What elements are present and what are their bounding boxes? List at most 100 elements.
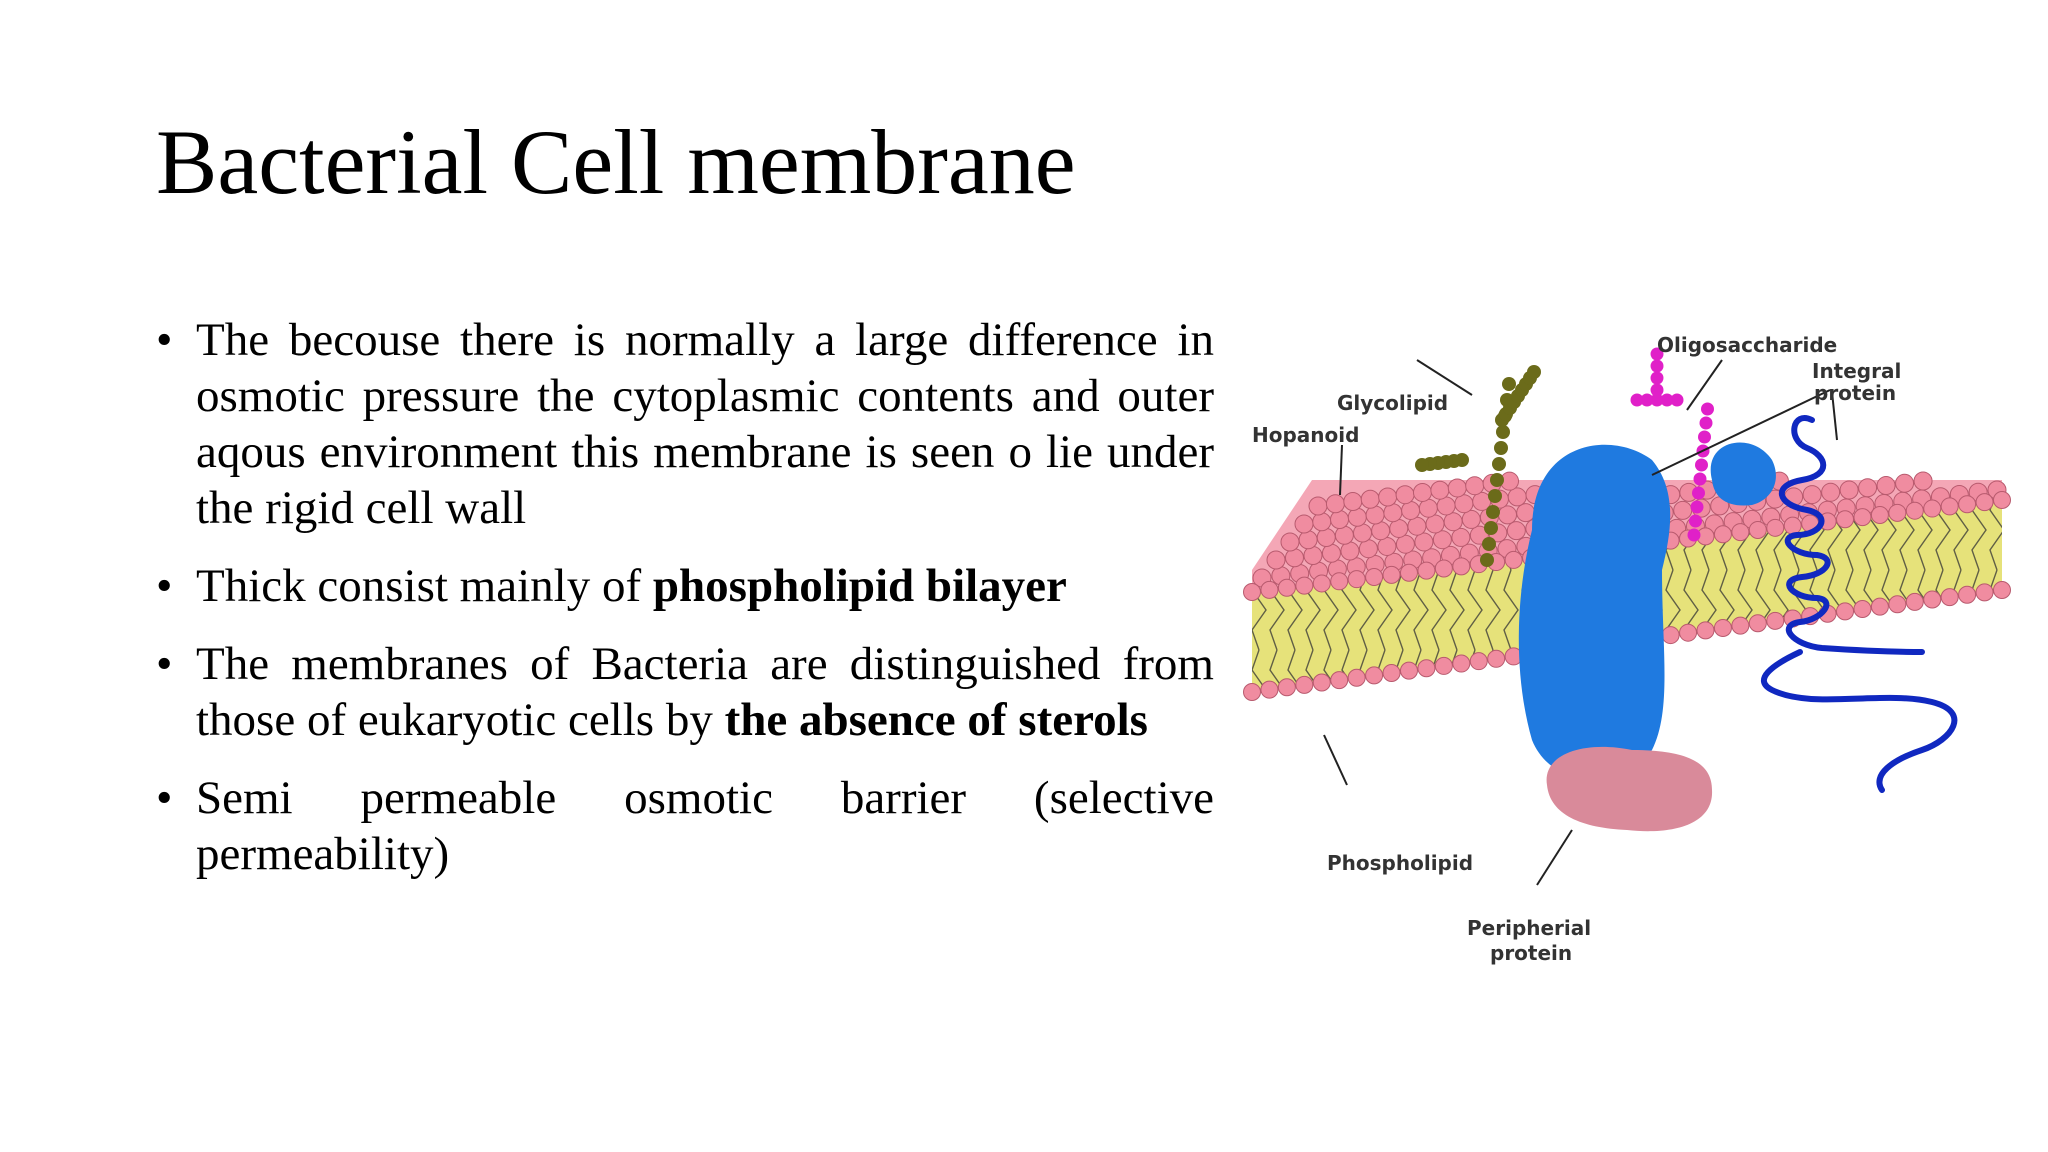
pointer-integral-protein-2: [1831, 391, 1838, 441]
oligosaccharide-sugar: [1650, 383, 1664, 397]
lipid-head: [1469, 652, 1488, 671]
lipid-head: [1347, 507, 1367, 527]
label-hopanoid: Hopanoid: [1252, 423, 1359, 447]
lipid-head: [1940, 497, 1959, 516]
lipid-head: [1434, 656, 1453, 675]
lipid-head: [1853, 599, 1872, 618]
bullet-bold-text: the absence of sterols: [724, 694, 1148, 746]
lipid-head: [1243, 683, 1261, 701]
lipid-head: [1661, 626, 1680, 645]
oligosaccharide-sugar: [1698, 430, 1711, 444]
lipid-head: [1243, 583, 1261, 601]
lipid-head: [1870, 505, 1889, 524]
lipid-head: [1365, 568, 1384, 587]
lipid-head: [1507, 487, 1527, 507]
lipid-head: [1940, 588, 1959, 607]
oligosaccharide-sugar: [1670, 393, 1684, 407]
pointer-hopanoid: [1339, 444, 1343, 496]
label-oligosaccharide: Oligosaccharide: [1657, 333, 1837, 357]
lipid-head: [1308, 496, 1328, 516]
lipid-head: [1913, 471, 1933, 491]
lipid-head: [1434, 559, 1453, 578]
lipid-head: [1360, 489, 1380, 509]
lipid-head: [1783, 516, 1802, 535]
label-peripheral-protein-2: protein: [1490, 941, 1572, 965]
lipid-head: [1284, 548, 1304, 568]
lipid-head: [1330, 671, 1349, 690]
lipid-head: [1679, 623, 1698, 642]
lipid-head: [1465, 476, 1485, 496]
bullet-text: Semi permeable osmotic barrier (selectiv…: [196, 772, 1214, 880]
lipid-head: [1498, 505, 1518, 525]
lipid-head: [1958, 495, 1977, 514]
lipid-head: [1383, 503, 1403, 523]
lipid-head: [1975, 493, 1994, 512]
lipid-head: [1731, 523, 1750, 542]
lipid-head: [1347, 570, 1366, 589]
lipid-head: [1836, 510, 1855, 529]
oligosaccharide-chain: [1630, 347, 1714, 542]
oligosaccharide-sugar: [1692, 486, 1705, 500]
lipid-head: [1365, 666, 1384, 685]
glycolipid-sugar: [1484, 521, 1498, 535]
glycolipid-chain: [1415, 365, 1541, 567]
lipid-head: [1399, 661, 1418, 680]
glycolipid-sugar: [1482, 537, 1496, 551]
glycolipid-sugar: [1486, 505, 1500, 519]
lipid-head: [1316, 527, 1336, 547]
lipid-head: [1993, 491, 2011, 509]
lipid-head: [1516, 503, 1536, 523]
bullet-item: The membranes of Bacteria are distinguis…: [156, 636, 1214, 748]
lipid-head: [1888, 503, 1907, 522]
oligosaccharide-sugar: [1689, 514, 1702, 528]
pointer-glycolipid: [1416, 359, 1473, 396]
oligosaccharide-sugar: [1650, 371, 1664, 385]
lipid-head: [1713, 525, 1732, 544]
lipid-head: [1399, 563, 1418, 582]
lipid-head: [1334, 525, 1354, 545]
lipid-head: [1731, 616, 1750, 635]
membrane-diagram: Oligosaccharide Integral protein Glycoli…: [1232, 330, 2022, 990]
lipid-head: [1993, 581, 2011, 599]
lipid-head: [1312, 574, 1331, 593]
oligosaccharide-sugar: [1660, 393, 1674, 407]
glycolipid-sugar: [1488, 489, 1502, 503]
lipid-head: [1280, 532, 1300, 552]
glycolipid-sugar: [1480, 553, 1494, 567]
lipid-head: [1905, 501, 1924, 520]
lipid-head: [1266, 550, 1286, 570]
lipid-head: [1325, 494, 1345, 514]
lipid-head: [1277, 578, 1296, 597]
lipid-head: [1839, 480, 1859, 500]
lipid-head: [1321, 543, 1341, 563]
oligosaccharide-sugar: [1650, 347, 1664, 361]
lipid-head: [1876, 476, 1896, 496]
lipid-head: [1673, 500, 1693, 520]
label-glycolipid: Glycolipid: [1337, 391, 1448, 415]
bullet-item: The becouse there is normally a large di…: [156, 312, 1214, 536]
lipid-head: [1365, 505, 1385, 525]
membrane-svg: Oligosaccharide Integral protein Glycoli…: [1243, 333, 2011, 965]
surface-protein: [1710, 442, 1776, 506]
lipid-head: [1414, 532, 1434, 552]
oligosaccharide-sugar: [1640, 393, 1654, 407]
glycolipid-sugar: [1496, 425, 1510, 439]
oligosaccharide-sugar: [1687, 528, 1701, 542]
oligosaccharide-sugar: [1650, 393, 1664, 407]
lipid-head: [1923, 590, 1942, 609]
label-phospholipid: Phospholipid: [1327, 851, 1473, 875]
lipid-head: [1294, 514, 1314, 534]
lipid-head: [1461, 509, 1481, 529]
lipid-head: [1870, 597, 1889, 616]
bullet-text: Thick consist mainly of: [196, 560, 653, 612]
lipid-head: [1312, 673, 1331, 692]
oligosaccharide-sugar: [1690, 500, 1704, 514]
peripheral-protein: [1546, 746, 1713, 832]
lipid-head: [1295, 576, 1314, 595]
lipid-head: [1748, 520, 1767, 539]
bullet-text: The membranes of Bacteria are distinguis…: [196, 638, 1214, 746]
lipid-head: [1382, 565, 1401, 584]
lipid-head: [1452, 654, 1471, 673]
oligosaccharide-sugar: [1695, 458, 1708, 472]
